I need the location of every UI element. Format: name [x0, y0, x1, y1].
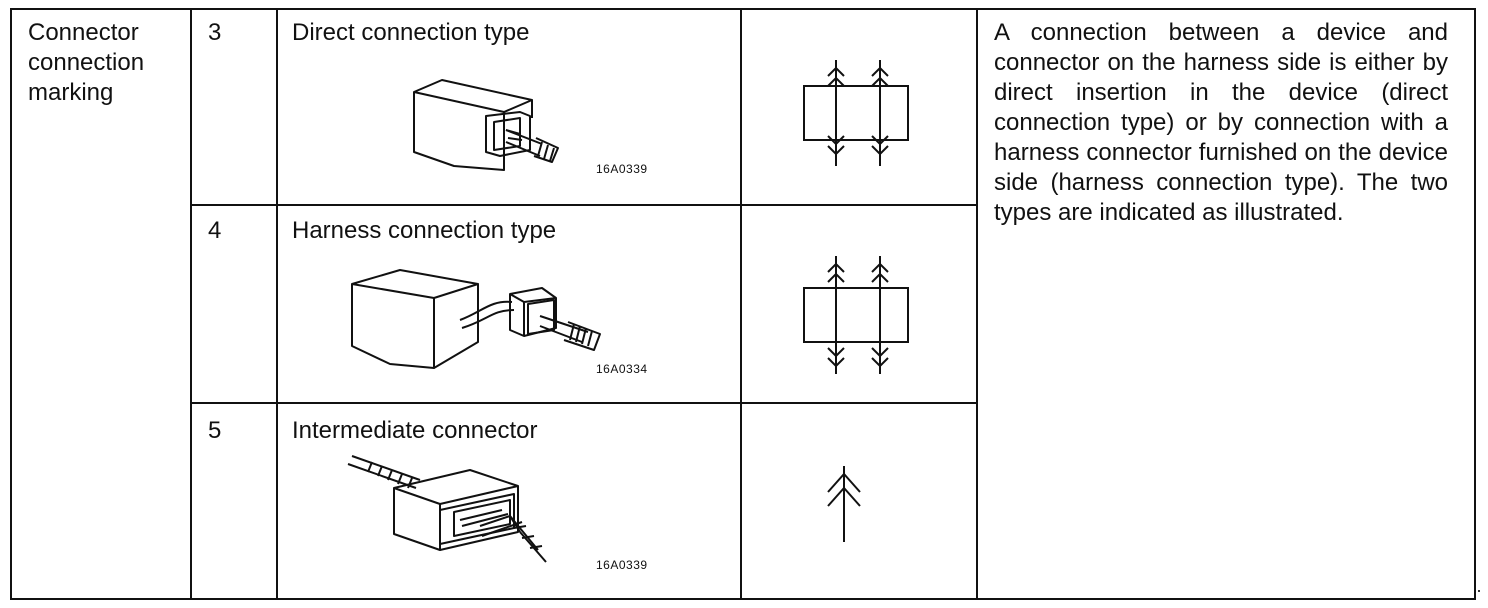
column-divider: [740, 10, 742, 598]
harness-connection-symbol-icon: [796, 250, 909, 385]
row-title: Harness connection type: [292, 217, 557, 244]
connector-marking-table: Connector connection marking 3 Direct co…: [10, 8, 1476, 600]
intermediate-connector-symbol-icon: [824, 466, 864, 551]
row-number: 4: [208, 217, 222, 244]
row-title: Intermediate connector: [292, 417, 538, 444]
direct-connection-symbol-icon: [796, 48, 909, 183]
direct-connector-illustration: [402, 72, 572, 187]
figure-code: 16A0339: [596, 558, 648, 572]
category-label-line: Connector: [28, 19, 139, 46]
category-label-line: connection: [28, 49, 145, 76]
row-number: 3: [208, 19, 222, 46]
row-title: Direct connection type: [292, 19, 530, 46]
figure-code: 16A0334: [596, 362, 648, 376]
harness-connector-illustration: [342, 256, 622, 381]
row-divider: [190, 402, 978, 404]
row-divider: [190, 204, 978, 206]
category-label: Connector connection marking: [28, 18, 188, 108]
intermediate-connector-illustration: [342, 450, 592, 575]
category-label-line: marking: [28, 79, 114, 106]
row-number: 5: [208, 417, 222, 444]
description-text: A connection between a device and connec…: [994, 19, 1448, 226]
column-divider: [976, 10, 978, 598]
figure-code: 16A0339: [596, 162, 648, 176]
stray-mark: [1478, 590, 1480, 592]
column-divider: [190, 10, 192, 598]
column-divider: [276, 10, 278, 598]
